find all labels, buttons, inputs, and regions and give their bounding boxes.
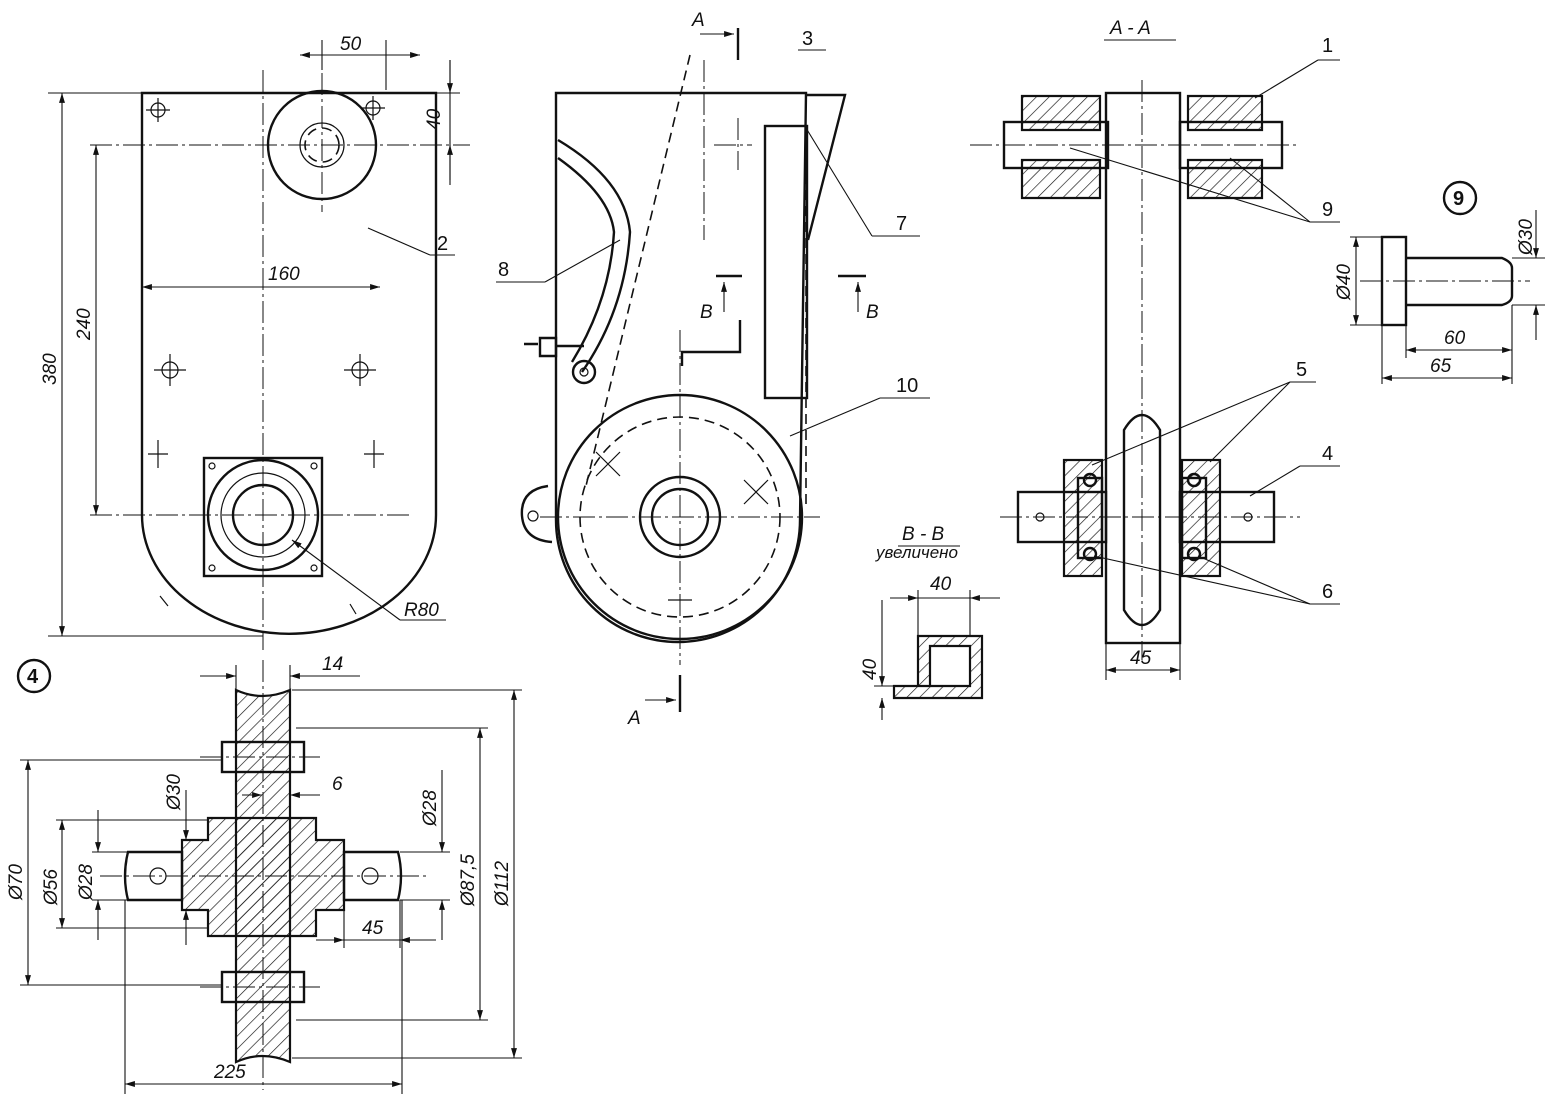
dim-50: 50 (340, 34, 362, 55)
dim-d70: Ø70 (6, 864, 27, 901)
section-aa: A - A 45 1 9 (970, 18, 1340, 680)
mount-hole (154, 354, 186, 386)
dim-14: 14 (322, 654, 343, 675)
callout-4: 4 (1322, 443, 1333, 465)
callout-1: 1 (1322, 35, 1333, 57)
dim-d28-left: Ø28 (76, 864, 97, 901)
dim-bb-40w: 40 (930, 574, 952, 595)
badge-4: 4 (27, 666, 39, 688)
shaft-body (1104, 91, 1182, 645)
detail-4: 4 14 6 Ø30 Ø70 Ø56 (6, 654, 522, 1094)
dim-d30-hub: Ø30 (164, 774, 185, 811)
dim-45: 45 (1130, 648, 1152, 669)
dim-bb-40h: 40 (860, 658, 881, 680)
dim-d87: Ø87,5 (458, 854, 479, 907)
callout-5: 5 (1296, 359, 1307, 381)
dim-40: 40 (424, 108, 445, 130)
dim-d56: Ø56 (41, 869, 62, 906)
dim-d28-right: Ø28 (420, 790, 441, 827)
dim-d112: Ø112 (492, 860, 513, 907)
title-bb: B - B (902, 524, 945, 545)
callout-9: 9 (1322, 199, 1333, 221)
title-aa: A - A (1109, 18, 1151, 39)
section-b-left: B (700, 302, 713, 323)
wheel (556, 393, 804, 641)
dim-240: 240 (74, 308, 95, 341)
plate-outline (140, 91, 438, 636)
mount-hole (361, 96, 385, 120)
dim-6: 6 (332, 774, 343, 795)
callout-7: 7 (896, 213, 907, 235)
side-view: 3 A A B (496, 10, 930, 729)
badge-9: 9 (1453, 188, 1464, 210)
dim-l225: 225 (213, 1062, 246, 1083)
section-a-top: A (691, 10, 705, 31)
dim-l60: 60 (1444, 328, 1466, 349)
callout-2: 2 (437, 233, 448, 255)
section-bb: B - B увеличено 40 40 (860, 524, 1000, 720)
dim-380: 380 (40, 353, 61, 385)
dim-r80: R80 (404, 600, 439, 621)
section-b-right: B (866, 302, 879, 323)
callout-6: 6 (1322, 581, 1333, 603)
dim-d30: Ø30 (1516, 219, 1537, 256)
title-3: 3 (802, 28, 813, 50)
mount-hole (344, 354, 376, 386)
callout-8: 8 (498, 259, 509, 281)
front-view: 50 40 160 240 380 R80 2 (40, 34, 470, 650)
mount-hole (146, 98, 170, 122)
callout-10: 10 (896, 375, 918, 397)
blade (763, 124, 809, 400)
dim-l45: 45 (362, 918, 384, 939)
section-a-bottom: A (627, 708, 641, 729)
detail-9: 9 Ø30 Ø40 60 65 (1334, 180, 1545, 384)
dim-160: 160 (268, 264, 300, 285)
dim-l65: 65 (1430, 356, 1452, 377)
dim-d40: Ø40 (1334, 264, 1355, 301)
chute (806, 93, 847, 241)
subtitle-bb: увеличено (875, 543, 958, 562)
bearing-flange (202, 456, 324, 578)
